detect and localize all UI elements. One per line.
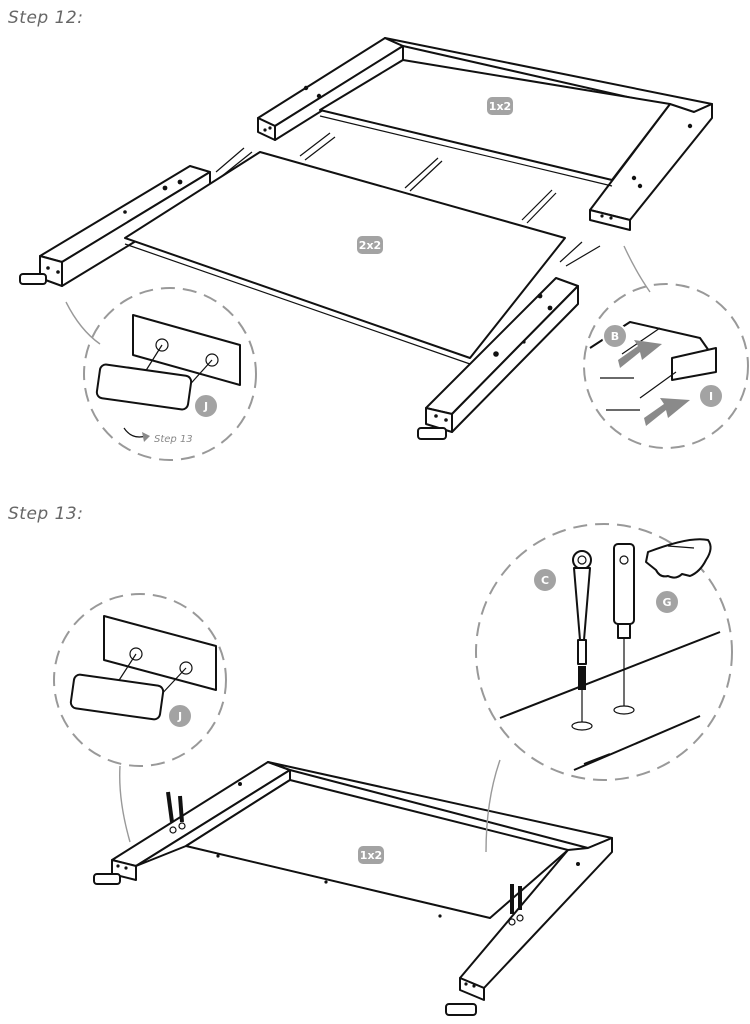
cam-bolt-c-thread [578, 666, 586, 690]
panel-label-1x2-top: 1x2 [487, 97, 513, 115]
step-12-title: Step 12: [8, 8, 84, 28]
panel-label-1x2-bottom: 1x2 [358, 846, 384, 864]
part-label-b: B [611, 330, 619, 343]
cam-bolts-left [166, 791, 186, 834]
step13-cap-j-detail [69, 673, 165, 721]
cam-bolt-c-head [572, 550, 592, 570]
step-13-title: Step 13: [8, 504, 84, 524]
cap-j-right [417, 427, 447, 440]
back-frame [257, 37, 713, 231]
part-label-g: G [662, 596, 671, 609]
front-left-rail [19, 165, 211, 287]
callout-right-dowel-detail: B I [583, 245, 749, 449]
back-panel-1x2 [319, 59, 671, 181]
direction-arrow-icon [618, 340, 662, 368]
step13-part-label-j: J [177, 710, 182, 723]
cam-bolts-right [508, 884, 524, 926]
panel-label-2x2: 2x2 [357, 236, 383, 254]
step13-frame [93, 761, 613, 1016]
step-12-illustration: 1x2 [19, 37, 749, 461]
part-label-c: C [541, 574, 549, 587]
step13-cap-left [93, 873, 121, 885]
cap-j-left [19, 273, 47, 285]
step-13-illustration: 1x2 J [53, 523, 733, 1016]
step13-cap-right [445, 1003, 477, 1016]
dowels [215, 132, 601, 267]
panel-label-1x2-bottom-text: 1x2 [360, 849, 382, 862]
part-label-j: J [203, 400, 208, 413]
callout-step13-bolt-detail: C G [475, 523, 733, 853]
next-step-reference: Step 13 [154, 434, 193, 445]
front-panel-2x2 [124, 151, 566, 365]
direction-arrow-icon-2 [644, 398, 690, 426]
front-right-rail [417, 277, 579, 440]
callout-left-cap-detail: J Step 13 [65, 287, 257, 461]
hand-pointing-icon [645, 538, 712, 579]
callout-step13-cap-detail: J [53, 593, 227, 843]
cap-j-detail [95, 363, 193, 411]
part-label-i: I [709, 390, 713, 403]
panel-label-2x2-text: 2x2 [359, 239, 381, 252]
panel-label-1x2-top-text: 1x2 [489, 100, 511, 113]
